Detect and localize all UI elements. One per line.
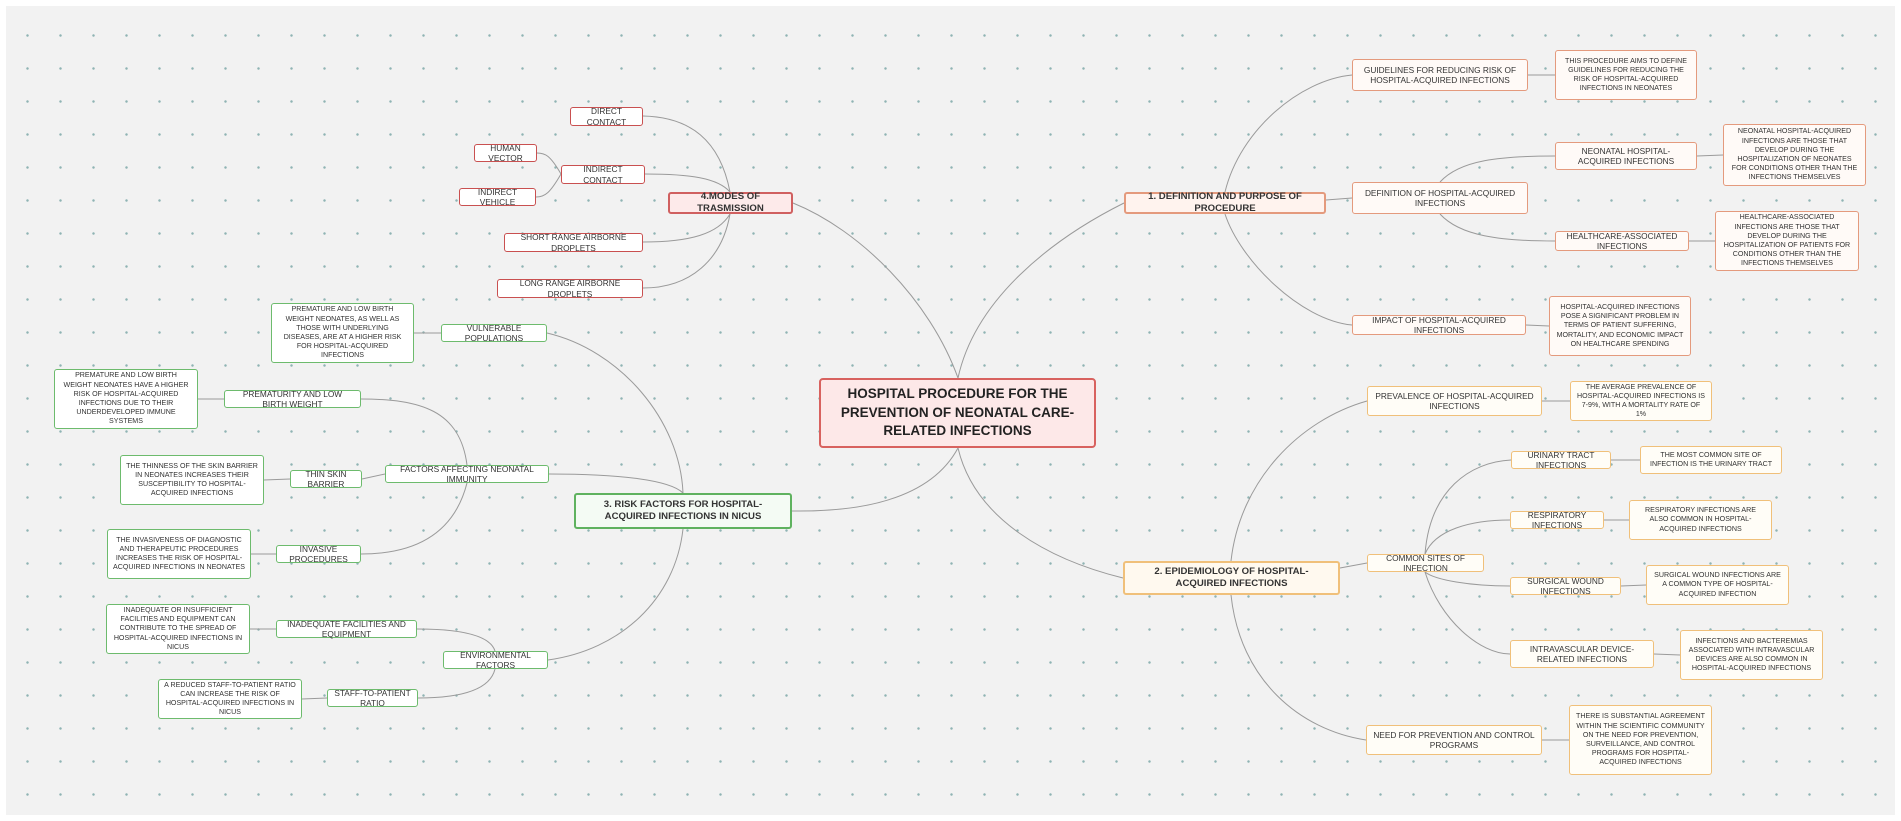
link-root-definition xyxy=(957,202,1125,379)
subtopic-indirect-contact[interactable]: INDIRECT CONTACT xyxy=(561,164,645,185)
topic-definition-purpose[interactable]: 1. DEFINITION AND PURPOSE OF PROCEDURE xyxy=(1124,191,1326,214)
link-root-transmission xyxy=(792,202,959,379)
link-sites-surgical xyxy=(1424,571,1511,587)
link-epi-sites xyxy=(1339,562,1368,569)
link-immunity-prematurity xyxy=(360,398,468,466)
subtopic-healthcare-associated[interactable]: HEALTHCARE-ASSOCIATED INFECTIONS xyxy=(1555,231,1689,251)
subtopic-vulnerable-populations[interactable]: VULNERABLE POPULATIONS xyxy=(441,323,547,343)
desc-need-prevention[interactable]: THERE IS SUBSTANTIAL AGREEMENT WITHIN TH… xyxy=(1569,705,1712,775)
link-risk-environmental xyxy=(547,528,684,661)
link-sites-urinary xyxy=(1424,459,1512,555)
subtopic-intravascular-device[interactable]: INTRAVASCULAR DEVICE-RELATED INFECTIONS xyxy=(1510,640,1654,668)
link-env-staff xyxy=(417,668,496,699)
subtopic-thin-skin[interactable]: THIN SKIN BARRIER xyxy=(290,469,362,489)
subtopic-direct-contact[interactable]: DIRECT CONTACT xyxy=(570,106,643,127)
desc-invasive-procedures[interactable]: THE INVASIVENESS OF DIAGNOSTIC AND THERA… xyxy=(107,529,251,579)
subtopic-short-range-droplets[interactable]: SHORT RANGE AIRBORNE DROPLETS xyxy=(504,232,643,253)
subtopic-environmental[interactable]: ENVIRONMENTAL FACTORS xyxy=(443,650,548,670)
link-trans-direct xyxy=(642,115,731,193)
link-epi-need xyxy=(1230,594,1367,741)
link-root-risk xyxy=(791,447,959,512)
subtopic-need-prevention[interactable]: NEED FOR PREVENTION AND CONTROL PROGRAMS xyxy=(1366,725,1542,755)
subtopic-staff-ratio[interactable]: STAFF-TO-PATIENT RATIO xyxy=(327,688,418,708)
desc-prematurity[interactable]: PREMATURE AND LOW BIRTH WEIGHT NEONATES … xyxy=(54,369,198,429)
link-risk-vulnerable xyxy=(546,332,684,494)
topic-risk-factors[interactable]: 3. RISK FACTORS FOR HOSPITAL-ACQUIRED IN… xyxy=(574,493,792,529)
link-risk-immunity xyxy=(548,473,684,494)
link-immunity-invasive xyxy=(360,482,468,555)
desc-thin-skin[interactable]: THE THINNESS OF THE SKIN BARRIER IN NEON… xyxy=(120,455,264,505)
link-indirect-vehicle xyxy=(535,173,562,198)
desc-neonatal-hai[interactable]: NEONATAL HOSPITAL-ACQUIRED INFECTIONS AR… xyxy=(1723,124,1866,186)
subtopic-prevalence[interactable]: PREVALENCE OF HOSPITAL-ACQUIRED INFECTIO… xyxy=(1367,386,1542,416)
link-immunity-skin xyxy=(361,473,386,480)
link-indirect-human xyxy=(536,152,562,175)
link-env-facilities xyxy=(416,628,496,652)
link-staff-desc xyxy=(301,697,328,700)
subtopic-impact-hai[interactable]: IMPACT OF HOSPITAL-ACQUIRED INFECTIONS xyxy=(1352,315,1526,335)
subtopic-prematurity[interactable]: PREMATURITY AND LOW BIRTH WEIGHT xyxy=(224,389,361,409)
link-def-impact xyxy=(1224,213,1353,326)
link-hai-healthcare xyxy=(1439,213,1556,242)
subtopic-definition-hai[interactable]: DEFINITION OF HOSPITAL-ACQUIRED INFECTIO… xyxy=(1352,182,1528,214)
desc-intravascular-device[interactable]: INFECTIONS AND BACTEREMIAS ASSOCIATED WI… xyxy=(1680,630,1823,680)
subtopic-common-sites[interactable]: COMMON SITES OF INFECTION xyxy=(1367,553,1484,573)
subtopic-urinary-tract[interactable]: URINARY TRACT INFECTIONS xyxy=(1511,450,1611,470)
link-epi-prevalence xyxy=(1230,400,1368,562)
subtopic-neonatal-hai[interactable]: NEONATAL HOSPITAL-ACQUIRED INFECTIONS xyxy=(1555,142,1697,170)
desc-impact-hai[interactable]: HOSPITAL-ACQUIRED INFECTIONS POSE A SIGN… xyxy=(1549,296,1691,356)
desc-prevalence[interactable]: THE AVERAGE PREVALENCE OF HOSPITAL-ACQUI… xyxy=(1570,381,1712,421)
desc-vulnerable-populations[interactable]: PREMATURE AND LOW BIRTH WEIGHT NEONATES,… xyxy=(271,303,414,363)
link-trans-indirect xyxy=(644,173,731,193)
link-skin-desc xyxy=(263,478,291,481)
subtopic-surgical-wound[interactable]: SURGICAL WOUND INFECTIONS xyxy=(1510,576,1621,596)
subtopic-indirect-vehicle[interactable]: INDIRECT VEHICLE xyxy=(459,187,536,207)
subtopic-invasive-procedures[interactable]: INVASIVE PROCEDURES xyxy=(276,544,361,564)
link-neonatal-desc xyxy=(1696,154,1724,157)
subtopic-guidelines[interactable]: GUIDELINES FOR REDUCING RISK OF HOSPITAL… xyxy=(1352,59,1528,91)
root-topic[interactable]: HOSPITAL PROCEDURE FOR THE PREVENTION OF… xyxy=(819,378,1096,448)
link-impact-desc xyxy=(1525,324,1550,327)
subtopic-inadequate-facilities[interactable]: INADEQUATE FACILITIES AND EQUIPMENT xyxy=(276,619,417,639)
desc-inadequate-facilities[interactable]: INADEQUATE OR INSUFFICIENT FACILITIES AN… xyxy=(106,604,250,654)
link-trans-short xyxy=(642,213,731,243)
desc-surgical-wound[interactable]: SURGICAL WOUND INFECTIONS ARE A COMMON T… xyxy=(1646,565,1789,605)
link-hai-neonatal xyxy=(1439,155,1556,183)
topic-modes-transmission[interactable]: 4.MODES OF TRASMISSION xyxy=(668,191,793,214)
subtopic-neonatal-immunity[interactable]: FACTORS AFFECTING NEONATAL IMMUNITY xyxy=(385,464,549,484)
link-trans-long xyxy=(642,213,731,289)
subtopic-human-vector[interactable]: HUMAN VECTOR xyxy=(474,143,537,163)
desc-staff-ratio[interactable]: A REDUCED STAFF-TO-PATIENT RATIO CAN INC… xyxy=(158,679,302,719)
subtopic-long-range-droplets[interactable]: LONG RANGE AIRBORNE DROPLETS xyxy=(497,278,643,299)
link-surgical-desc xyxy=(1620,584,1647,587)
subtopic-respiratory[interactable]: RESPIRATORY INFECTIONS xyxy=(1510,510,1604,530)
link-root-epidemiology xyxy=(957,447,1124,579)
link-sites-device xyxy=(1424,571,1511,655)
desc-respiratory[interactable]: RESPIRATORY INFECTIONS ARE ALSO COMMON I… xyxy=(1629,500,1772,540)
link-def-hai xyxy=(1325,197,1353,201)
link-sites-respiratory xyxy=(1424,519,1511,555)
desc-healthcare-associated[interactable]: HEALTHCARE-ASSOCIATED INFECTIONS ARE THO… xyxy=(1715,211,1859,271)
link-device-desc xyxy=(1653,653,1681,656)
desc-urinary-tract[interactable]: THE MOST COMMON SITE OF INFECTION IS THE… xyxy=(1640,446,1782,474)
desc-guidelines[interactable]: THIS PROCEDURE AIMS TO DEFINE GUIDELINES… xyxy=(1555,50,1697,100)
topic-epidemiology[interactable]: 2. EPIDEMIOLOGY OF HOSPITAL-ACQUIRED INF… xyxy=(1123,561,1340,595)
link-def-guidelines xyxy=(1224,74,1353,193)
